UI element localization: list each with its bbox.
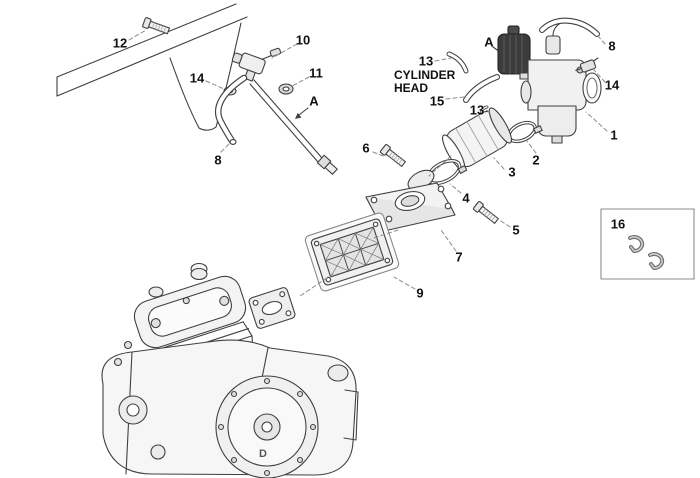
reed-valve-graphic [304, 212, 400, 292]
callout-part-13-mid: 13 [469, 102, 485, 118]
hose-13-top-graphic [446, 51, 469, 74]
callout-part-15: 15 [429, 93, 445, 109]
bolt-12-graphic [142, 17, 171, 35]
vent-hose-8-graphic [539, 17, 600, 37]
callout-part-14-left: 14 [189, 70, 205, 86]
fuel-hose-8-graphic [215, 74, 248, 145]
hose-15-graphic [463, 74, 500, 103]
marker-a-left: A [309, 93, 319, 109]
intake-flange-graphic [248, 287, 296, 329]
callout-part-7: 7 [455, 249, 463, 265]
nut-11-graphic [278, 83, 294, 95]
callout-part-14-right: 14 [604, 77, 620, 93]
marker-a-right: A [484, 34, 494, 50]
callout-part-8-right: 8 [608, 38, 616, 54]
callout-part-16: 16 [610, 216, 626, 232]
section-arrow-a-left [295, 107, 309, 119]
engine-brand-mark: D [259, 448, 267, 460]
callout-part-4: 4 [462, 190, 470, 206]
parts-box-16 [600, 208, 695, 280]
cylinder-head-label: CYLINDER HEAD [394, 69, 455, 95]
leader-lines [128, 29, 608, 297]
frame-section-graphic [56, 3, 248, 131]
callout-part-9: 9 [416, 285, 424, 301]
callout-part-3: 3 [508, 164, 516, 180]
callout-part-12: 12 [112, 35, 128, 51]
fuel-line-graphic [249, 79, 338, 175]
engine-graphic: D [101, 262, 359, 478]
clamp-14-graphic [575, 59, 597, 73]
carburetor-graphic [497, 21, 602, 144]
callout-part-11: 11 [309, 65, 323, 81]
callout-part-8-left: 8 [214, 152, 222, 168]
fuel-valve-graphic [231, 47, 282, 82]
bolt-5-graphic [472, 201, 499, 224]
callout-part-1: 1 [610, 127, 618, 143]
bolt-6-graphic [379, 144, 406, 167]
clips-16-graphic [628, 235, 665, 271]
cylinder-head-line1: CYLINDER [394, 68, 456, 82]
callout-part-13-top: 13 [418, 53, 434, 69]
callout-part-6: 6 [362, 140, 370, 156]
callout-part-10: 10 [295, 32, 311, 48]
callout-part-5: 5 [512, 222, 520, 238]
callout-part-2: 2 [532, 152, 540, 168]
intake-sleeve-graphic [441, 107, 513, 171]
manifold-graphic [365, 169, 456, 232]
cylinder-head-line2: HEAD [394, 81, 429, 95]
